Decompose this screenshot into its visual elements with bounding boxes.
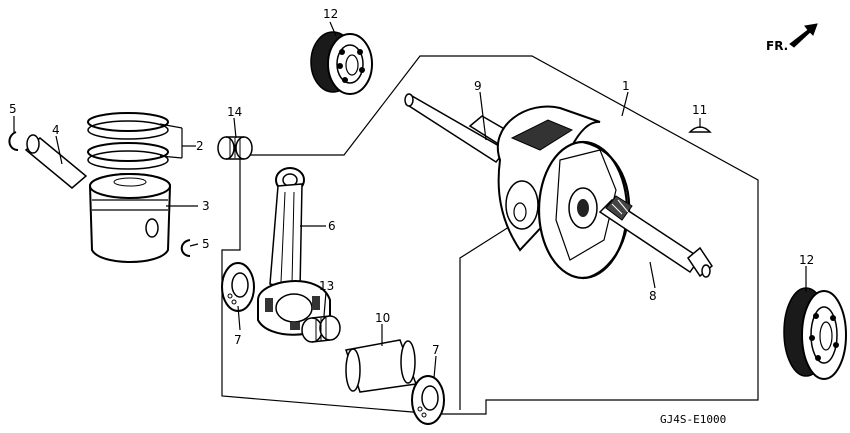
- callout-7-left: 7: [234, 333, 242, 347]
- callout-13: 13: [319, 279, 334, 293]
- callout-4: 4: [52, 123, 60, 137]
- callout-9: 9: [474, 79, 482, 93]
- bearing-right: [783, 287, 847, 380]
- callout-7-right: 7: [432, 343, 440, 357]
- callout-2: 2: [196, 139, 204, 153]
- direction-label: FR.: [766, 39, 788, 53]
- piston-rings: [87, 112, 169, 170]
- callout-14: 14: [227, 105, 242, 119]
- callout-1: 1: [622, 79, 630, 93]
- connecting-rod: [257, 167, 331, 336]
- callout-leaders: [13, 21, 807, 379]
- thrust-washer-left: [221, 262, 255, 312]
- callout-5-left: 5: [9, 102, 17, 116]
- piston-pin: [24, 134, 88, 189]
- callout-8: 8: [649, 289, 657, 303]
- needle-bearing-small-end: [217, 136, 253, 160]
- callout-5-right: 5: [202, 237, 210, 251]
- diagram-code: GJ4S-E1000: [660, 413, 726, 426]
- bearing-top: [310, 31, 373, 95]
- piston-pin-clip-left: [8, 131, 19, 151]
- callout-3: 3: [202, 199, 210, 213]
- needle-bearing-crank: [301, 315, 341, 343]
- assembly-outline: [221, 55, 759, 415]
- forward-arrow-icon: [789, 23, 818, 48]
- callout-12-right: 12: [799, 253, 814, 267]
- callout-11: 11: [692, 103, 707, 117]
- crank-pin: [345, 339, 418, 393]
- thrust-washer-right: [411, 375, 445, 425]
- piston: [89, 173, 171, 263]
- callout-12-top: 12: [323, 7, 338, 21]
- callout-6: 6: [328, 219, 336, 233]
- direction-indicator: FR.: [766, 23, 818, 53]
- woodruff-key: [688, 126, 712, 133]
- assembly-outline-inner: [459, 219, 521, 410]
- callout-10: 10: [375, 311, 390, 325]
- piston-pin-clip-right: [180, 239, 191, 257]
- crankshaft: [404, 93, 713, 280]
